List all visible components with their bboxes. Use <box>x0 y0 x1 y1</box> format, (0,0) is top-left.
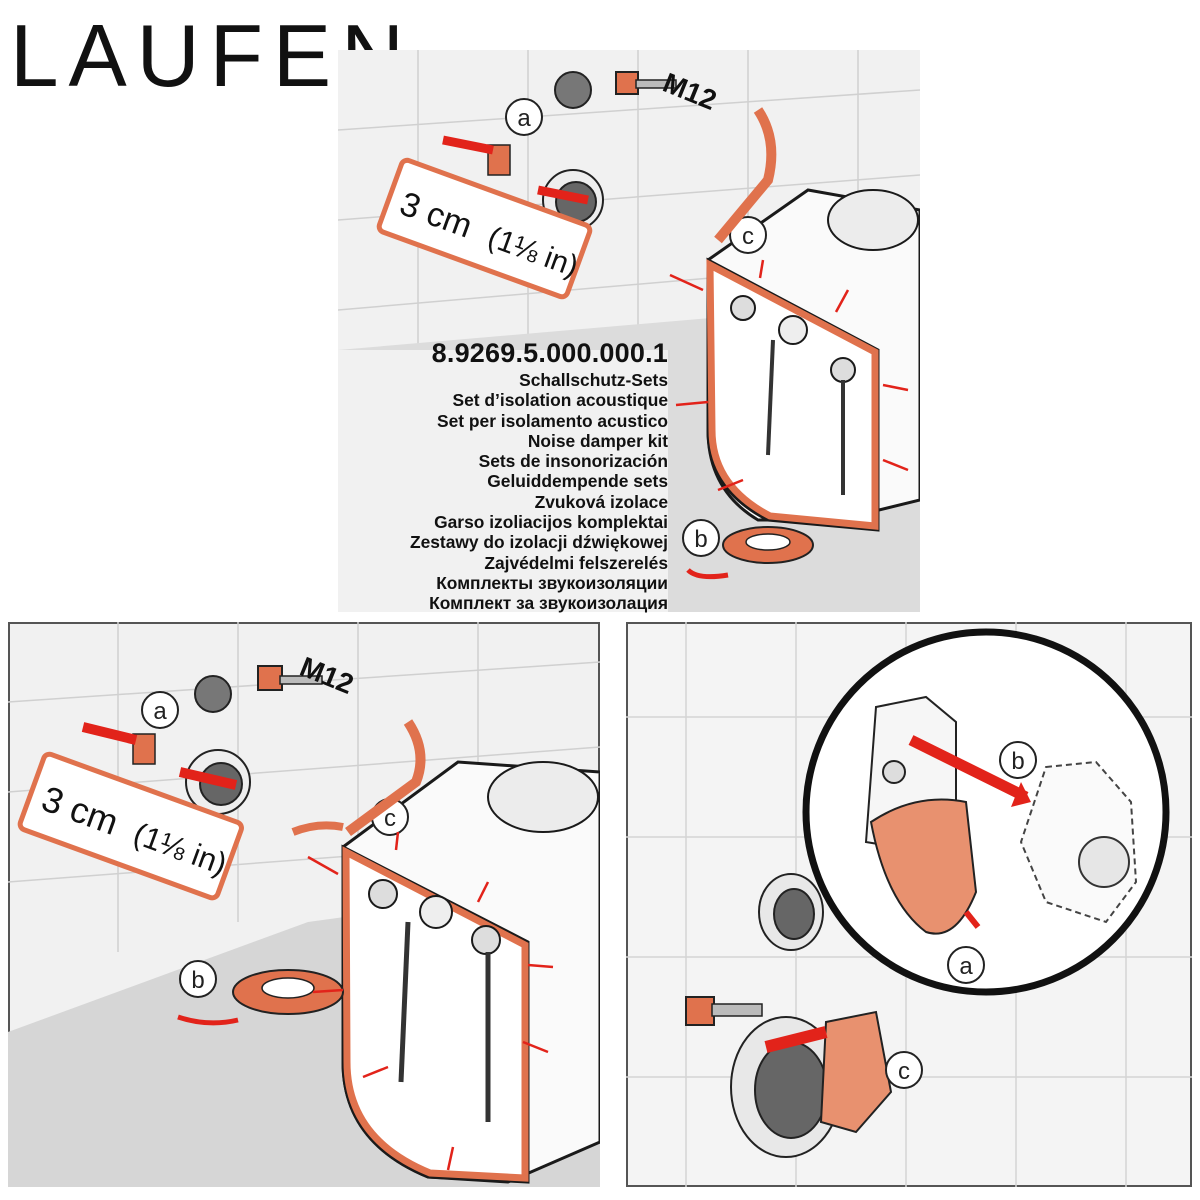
wall-fixings <box>442 71 677 231</box>
product-name-fr: Set d’isolation acoustique <box>452 390 668 411</box>
step-c-badge <box>885 1051 923 1089</box>
product-code: 8.9269.5.000.000.1 <box>431 338 668 368</box>
arrow-icon <box>764 1026 828 1053</box>
product-name-pl: Zestawy do izolacji dźwiękowej <box>409 532 668 553</box>
product-info: 8.9269.5.000.000.1 Schallschutz-Sets Set… <box>340 338 668 614</box>
bolt-icon <box>615 71 639 95</box>
step-b-badge <box>999 741 1037 779</box>
product-name-ru: Комплекты звукоизоляции <box>436 572 668 593</box>
product-name-hu: Zajvédelmi felszerelés <box>484 552 668 573</box>
svg-text:b: b <box>694 526 707 553</box>
bracket-icon <box>132 733 156 765</box>
product-name-en: Noise damper kit <box>527 430 668 451</box>
detail-magnifier <box>802 628 1170 996</box>
step-a-badge <box>947 946 985 984</box>
arrow-icon <box>81 722 138 745</box>
bolt-icon <box>685 996 715 1026</box>
step-a-badge <box>141 691 179 729</box>
product-name-bg: Комплект за звукоизолация <box>429 593 668 614</box>
product-name-cs: Zvuková izolace <box>534 491 668 512</box>
svg-text:a: a <box>959 953 973 980</box>
product-name-it: Set per isolamento acustico <box>437 410 668 431</box>
product-name-es: Sets de insonorización <box>478 451 668 472</box>
svg-text:b: b <box>191 967 204 994</box>
scissors-hand-icon <box>345 719 426 837</box>
bracket-icon <box>487 144 511 176</box>
svg-text:a: a <box>153 698 167 725</box>
gap-label-plaque: 3 cm (1⅛ in) <box>376 157 593 300</box>
svg-text:c: c <box>898 1058 910 1085</box>
product-name-de: Schallschutz-Sets <box>519 370 668 390</box>
toilet-bowl <box>341 760 600 1184</box>
arrow-icon <box>908 735 1029 802</box>
bottom-right-illustration: b a c <box>626 622 1192 1187</box>
step-c-badge <box>729 216 767 254</box>
bracket-icon <box>869 798 978 935</box>
washer-icon <box>194 675 232 713</box>
wall-fixings <box>685 873 893 1158</box>
washer-icon <box>554 71 592 109</box>
step-b-badge <box>179 960 217 998</box>
bolt-icon <box>257 665 283 691</box>
svg-text:b: b <box>1011 748 1024 775</box>
tape-roll-icon <box>722 526 814 564</box>
wall-fixings <box>81 665 323 815</box>
top-illustration: M12 a 3 cm (1⅛ in) c b <box>338 50 920 612</box>
scissors-hand-icon <box>714 107 777 244</box>
step-b-badge <box>682 519 720 557</box>
tape-roll-icon <box>232 969 344 1015</box>
product-name-list: Schallschutz-Sets Set d’isolation acoust… <box>340 370 668 614</box>
bottom-left-illustration: M12 a 3 cm (1⅛ in) c b <box>8 622 600 1187</box>
product-name-lt: Garso izoliacijos komplektai <box>434 512 668 533</box>
svg-text:c: c <box>742 223 754 250</box>
svg-text:c: c <box>384 805 396 832</box>
gap-label-plaque: 3 cm (1⅛ in) <box>17 751 244 901</box>
svg-text:a: a <box>517 105 531 132</box>
arrow-icon <box>442 135 494 155</box>
step-a-badge <box>505 98 543 136</box>
product-name-nl: Geluiddempende sets <box>487 471 668 492</box>
bracket-icon <box>819 1010 893 1134</box>
